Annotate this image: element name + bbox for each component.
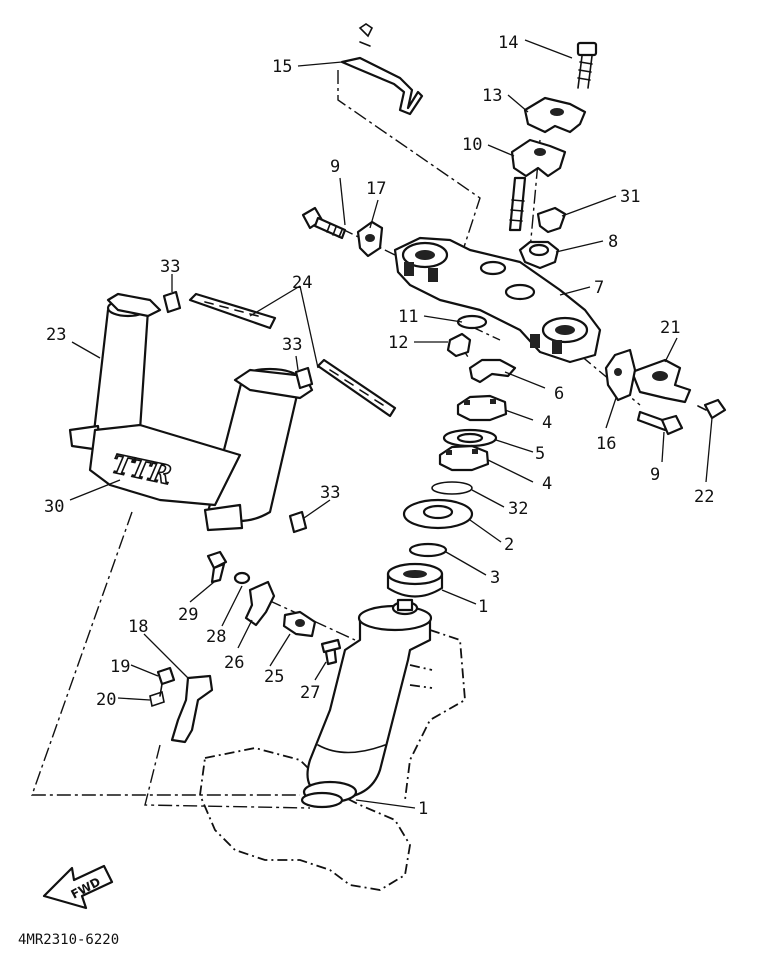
label-10: 10	[462, 135, 482, 155]
bolt-29	[206, 550, 228, 584]
label-32: 32	[508, 499, 528, 519]
label-25: 25	[264, 667, 284, 687]
label-21: 21	[660, 318, 680, 338]
label-5: 5	[535, 444, 545, 464]
label-27: 27	[300, 683, 320, 703]
label-1-bottom: 1	[418, 799, 428, 819]
label-23: 23	[46, 325, 66, 345]
clamp-bolt-right	[636, 410, 684, 436]
label-24: 24	[292, 273, 312, 293]
label-18: 18	[128, 617, 148, 637]
bracket-18	[170, 674, 214, 744]
label-20: 20	[96, 690, 116, 710]
reflector-strip-lower	[316, 358, 397, 418]
label-6: 6	[554, 384, 564, 404]
clamp-bolt-left	[301, 206, 347, 240]
bracket-17	[356, 220, 384, 258]
label-9-top: 9	[330, 157, 340, 177]
cover-clips	[106, 292, 314, 400]
label-4-top: 4	[542, 413, 552, 433]
clip-33-top	[162, 290, 182, 314]
washer-5	[442, 428, 498, 448]
cover-bridge-30: TTR	[88, 423, 242, 507]
label-33-top: 33	[160, 257, 180, 277]
label-29: 29	[178, 605, 198, 625]
label-28: 28	[206, 627, 226, 647]
dust-seal-upper	[402, 498, 474, 530]
lock-washer-6	[468, 358, 517, 384]
label-19: 19	[110, 657, 130, 677]
callout-lines	[69, 39, 713, 809]
ring-nut-upper	[456, 394, 508, 422]
bearing-upper	[386, 562, 444, 598]
label-7: 7	[594, 278, 604, 298]
label-33-mid: 33	[282, 335, 302, 355]
label-3: 3	[490, 568, 500, 588]
label-11: 11	[398, 307, 418, 327]
reflector-strip-upper	[188, 292, 277, 330]
nut-12	[446, 332, 472, 358]
label-9-right: 9	[650, 465, 660, 485]
label-30: 30	[44, 497, 64, 517]
label-31: 31	[620, 187, 640, 207]
clamp-21	[630, 358, 692, 404]
label-12: 12	[388, 333, 408, 353]
washer-11	[456, 314, 488, 330]
label-2: 2	[504, 535, 514, 555]
fwd-arrow: FWD	[42, 864, 114, 910]
washer-28	[233, 571, 251, 585]
label-22: 22	[694, 487, 714, 507]
washer-20	[149, 690, 165, 708]
clip-33-mid	[294, 366, 314, 390]
label-13: 13	[482, 86, 502, 106]
handlebar-holder-upper	[508, 41, 598, 232]
cap	[536, 206, 567, 234]
upper-bracket	[393, 236, 602, 364]
o-ring-32	[431, 481, 473, 495]
bolt-27	[320, 638, 342, 666]
cable-guide	[340, 23, 424, 116]
label-15: 15	[272, 57, 292, 77]
bracket-26	[244, 580, 276, 627]
label-17: 17	[366, 179, 386, 199]
bracket-16	[604, 348, 637, 402]
bearing-lower	[300, 780, 358, 809]
part-numbers: 14 15 13 10 9 17 31 8 7 11 12 6 4 5 4 32…	[44, 33, 714, 819]
label-14: 14	[498, 33, 518, 53]
bolt-22	[697, 398, 727, 420]
label-26: 26	[224, 653, 244, 673]
ring-nut-lower	[438, 444, 490, 472]
drawing-code: 4MR2310-6220	[18, 932, 119, 948]
clamp-25	[282, 610, 317, 638]
clip-33-low	[288, 510, 308, 534]
label-4-bottom: 4	[542, 474, 552, 494]
label-16: 16	[596, 434, 616, 454]
label-1-top: 1	[478, 597, 488, 617]
bolt-19	[156, 666, 176, 697]
race-3	[408, 542, 448, 558]
label-8: 8	[608, 232, 618, 252]
label-33-low: 33	[320, 483, 340, 503]
steering-nut	[518, 240, 560, 270]
steering-stem	[306, 598, 433, 800]
